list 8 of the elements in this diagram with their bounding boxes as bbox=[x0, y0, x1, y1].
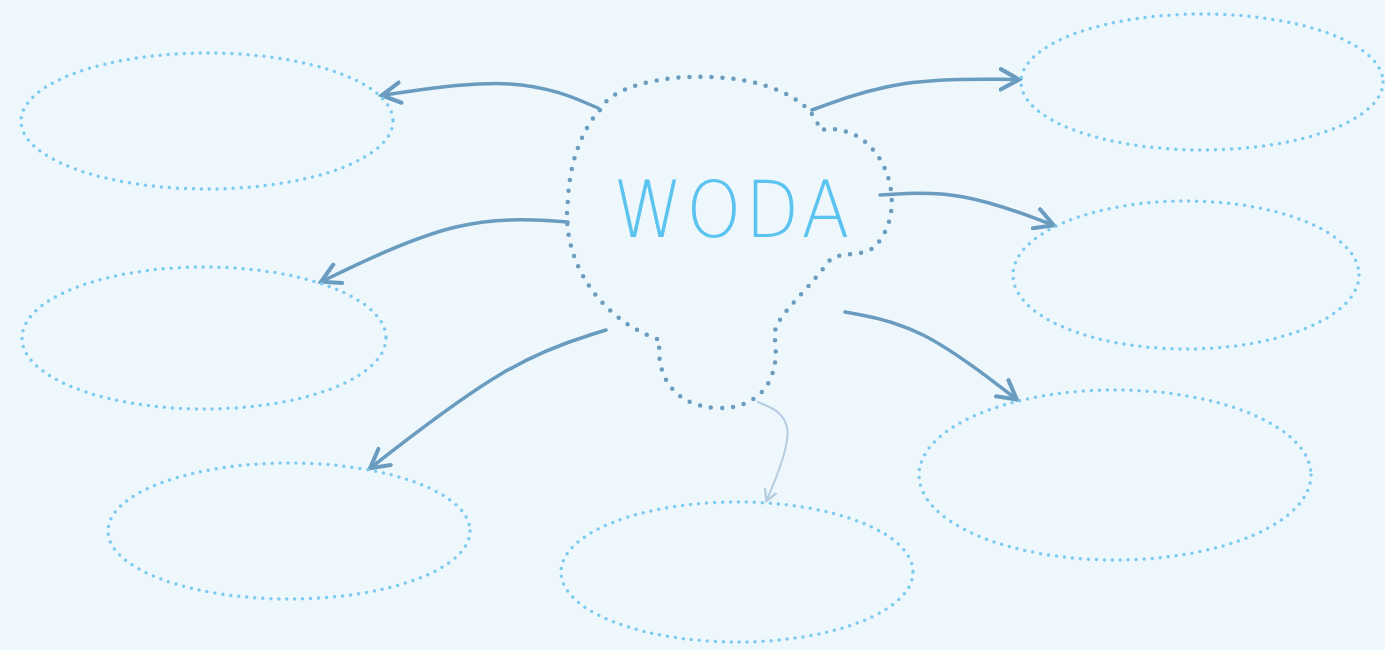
curved-arrow bbox=[319, 218, 570, 285]
center-word: WODA bbox=[613, 165, 854, 255]
curved-arrow bbox=[379, 80, 600, 110]
curved-arrow bbox=[878, 191, 1056, 231]
curved-arrow bbox=[368, 328, 608, 471]
curved-arrow bbox=[810, 67, 1022, 112]
curved-arrow bbox=[757, 401, 789, 503]
curved-arrow bbox=[843, 310, 1019, 402]
